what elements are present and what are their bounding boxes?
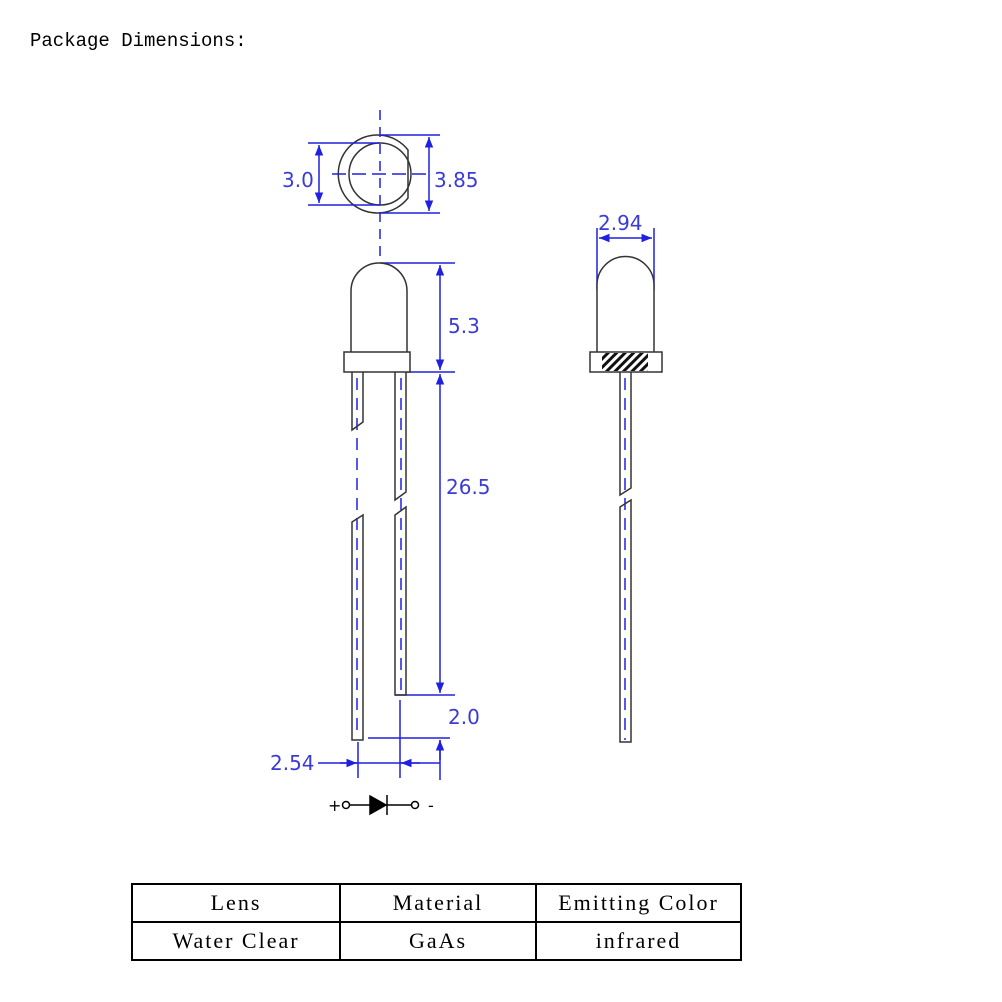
side-view	[589, 255, 663, 743]
front-view	[343, 262, 411, 741]
dim-lens-height: 5.3	[448, 314, 480, 338]
dim-body-width: 2.94	[598, 211, 643, 235]
spec-table: Lens Material Emitting Color Water Clear…	[131, 883, 742, 961]
header-emitting-color: Emitting Color	[535, 883, 742, 923]
table-row: Water Clear GaAs infrared	[131, 921, 742, 961]
dim-flange-diameter: 3.85	[434, 168, 479, 192]
dimension-lines	[308, 110, 655, 780]
cell-lens: Water Clear	[131, 921, 341, 961]
anode-label: +	[328, 796, 341, 815]
header-material: Material	[339, 883, 537, 923]
header-lens: Lens	[131, 883, 341, 923]
diode-symbol-icon	[341, 794, 420, 816]
cell-emitting-color: infrared	[535, 921, 742, 961]
dim-lens-diameter: 3.0	[282, 168, 314, 192]
dim-lead-offset: 2.0	[448, 705, 480, 729]
cathode-label: -	[428, 796, 434, 815]
dim-lead-spacing: 2.54	[270, 751, 315, 775]
section-title: Package Dimensions:	[30, 30, 247, 52]
table-header-row: Lens Material Emitting Color	[131, 883, 742, 923]
dim-lead-length: 26.5	[446, 475, 491, 499]
cell-material: GaAs	[339, 921, 537, 961]
